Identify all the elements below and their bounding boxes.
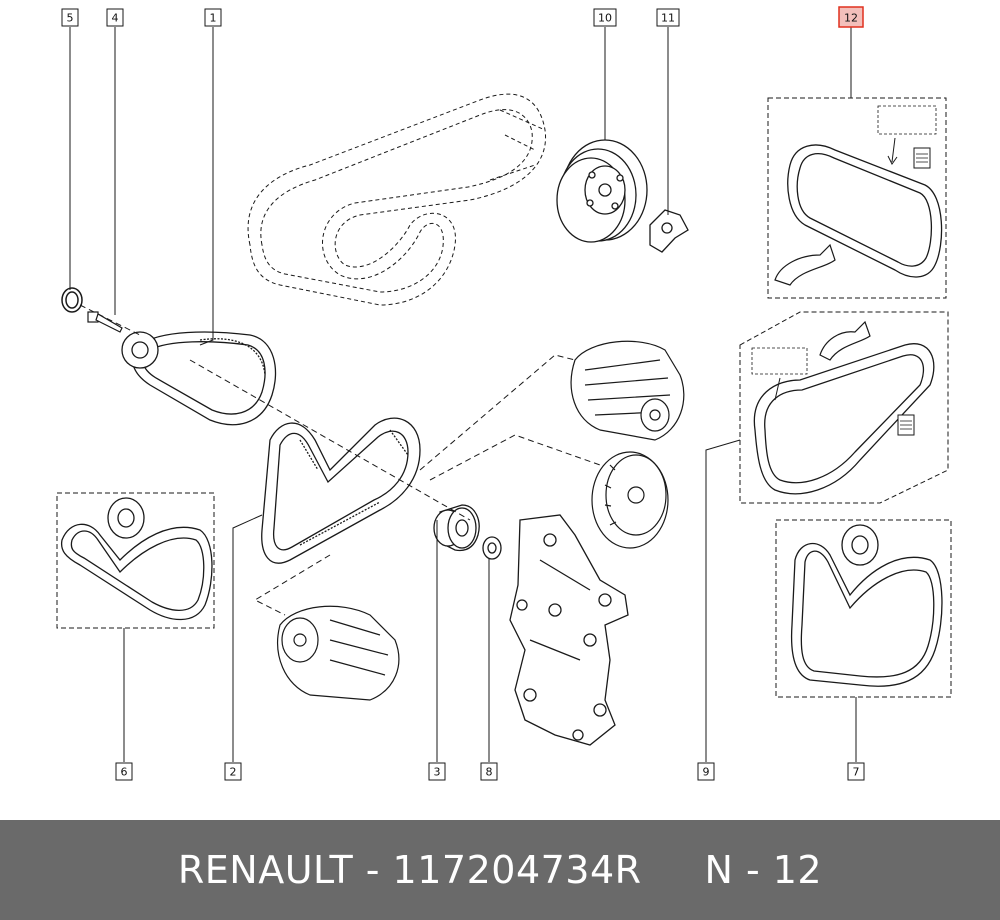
ghost-belt-outline bbox=[247, 93, 547, 306]
ac-compressor bbox=[277, 605, 400, 701]
callout-7: 7 bbox=[847, 762, 865, 781]
svg-text:10: 10 bbox=[598, 12, 612, 25]
svg-text:7: 7 bbox=[853, 766, 860, 779]
svg-text:12: 12 bbox=[844, 12, 858, 25]
part-info-footer: RENAULT - 117204734R N - 12 bbox=[0, 820, 1000, 920]
callout-5: 5 bbox=[61, 8, 79, 27]
kit-7-box bbox=[775, 519, 952, 698]
kit-6-box bbox=[56, 492, 215, 629]
callout-10: 10 bbox=[593, 8, 617, 27]
callout-leader-lines bbox=[69, 27, 857, 762]
svg-text:8: 8 bbox=[486, 766, 493, 779]
svg-text:1: 1 bbox=[210, 12, 217, 25]
callout-12-highlighted: 12 bbox=[838, 6, 864, 28]
part-reference-text: RENAULT - 117204734R N - 12 bbox=[177, 848, 823, 892]
callout-3: 3 bbox=[428, 762, 446, 781]
pulley-spacer bbox=[482, 536, 502, 560]
crankshaft-pulley bbox=[556, 139, 648, 243]
callout-1: 1 bbox=[204, 8, 222, 27]
accessory-pulley bbox=[591, 451, 669, 549]
svg-text:9: 9 bbox=[703, 766, 710, 779]
svg-text:6: 6 bbox=[121, 766, 128, 779]
auxiliary-belt-2 bbox=[261, 417, 421, 564]
callout-11: 11 bbox=[656, 8, 680, 27]
auxiliary-belt-1 bbox=[121, 331, 277, 426]
callout-6: 6 bbox=[115, 762, 133, 781]
pulley-hub-bracket bbox=[649, 209, 689, 253]
svg-text:11: 11 bbox=[661, 12, 675, 25]
kit-9-box bbox=[739, 311, 949, 504]
svg-text:5: 5 bbox=[67, 12, 74, 25]
kit-12-box bbox=[767, 97, 947, 299]
svg-text:2: 2 bbox=[230, 766, 237, 779]
alternator bbox=[570, 340, 685, 441]
callout-2: 2 bbox=[224, 762, 242, 781]
callout-8: 8 bbox=[480, 762, 498, 781]
accessory-bracket bbox=[509, 514, 629, 746]
callout-9: 9 bbox=[697, 762, 715, 781]
assembly-leader-lines bbox=[79, 304, 601, 616]
idler-pulley bbox=[433, 504, 480, 552]
tensioner-bolt bbox=[87, 311, 123, 333]
callout-4: 4 bbox=[106, 8, 124, 27]
belt-drive-exploded-diagram: 5 4 1 10 11 12 6 2 bbox=[56, 6, 952, 781]
circlip bbox=[61, 287, 83, 313]
svg-text:4: 4 bbox=[112, 12, 119, 25]
svg-text:3: 3 bbox=[434, 766, 441, 779]
